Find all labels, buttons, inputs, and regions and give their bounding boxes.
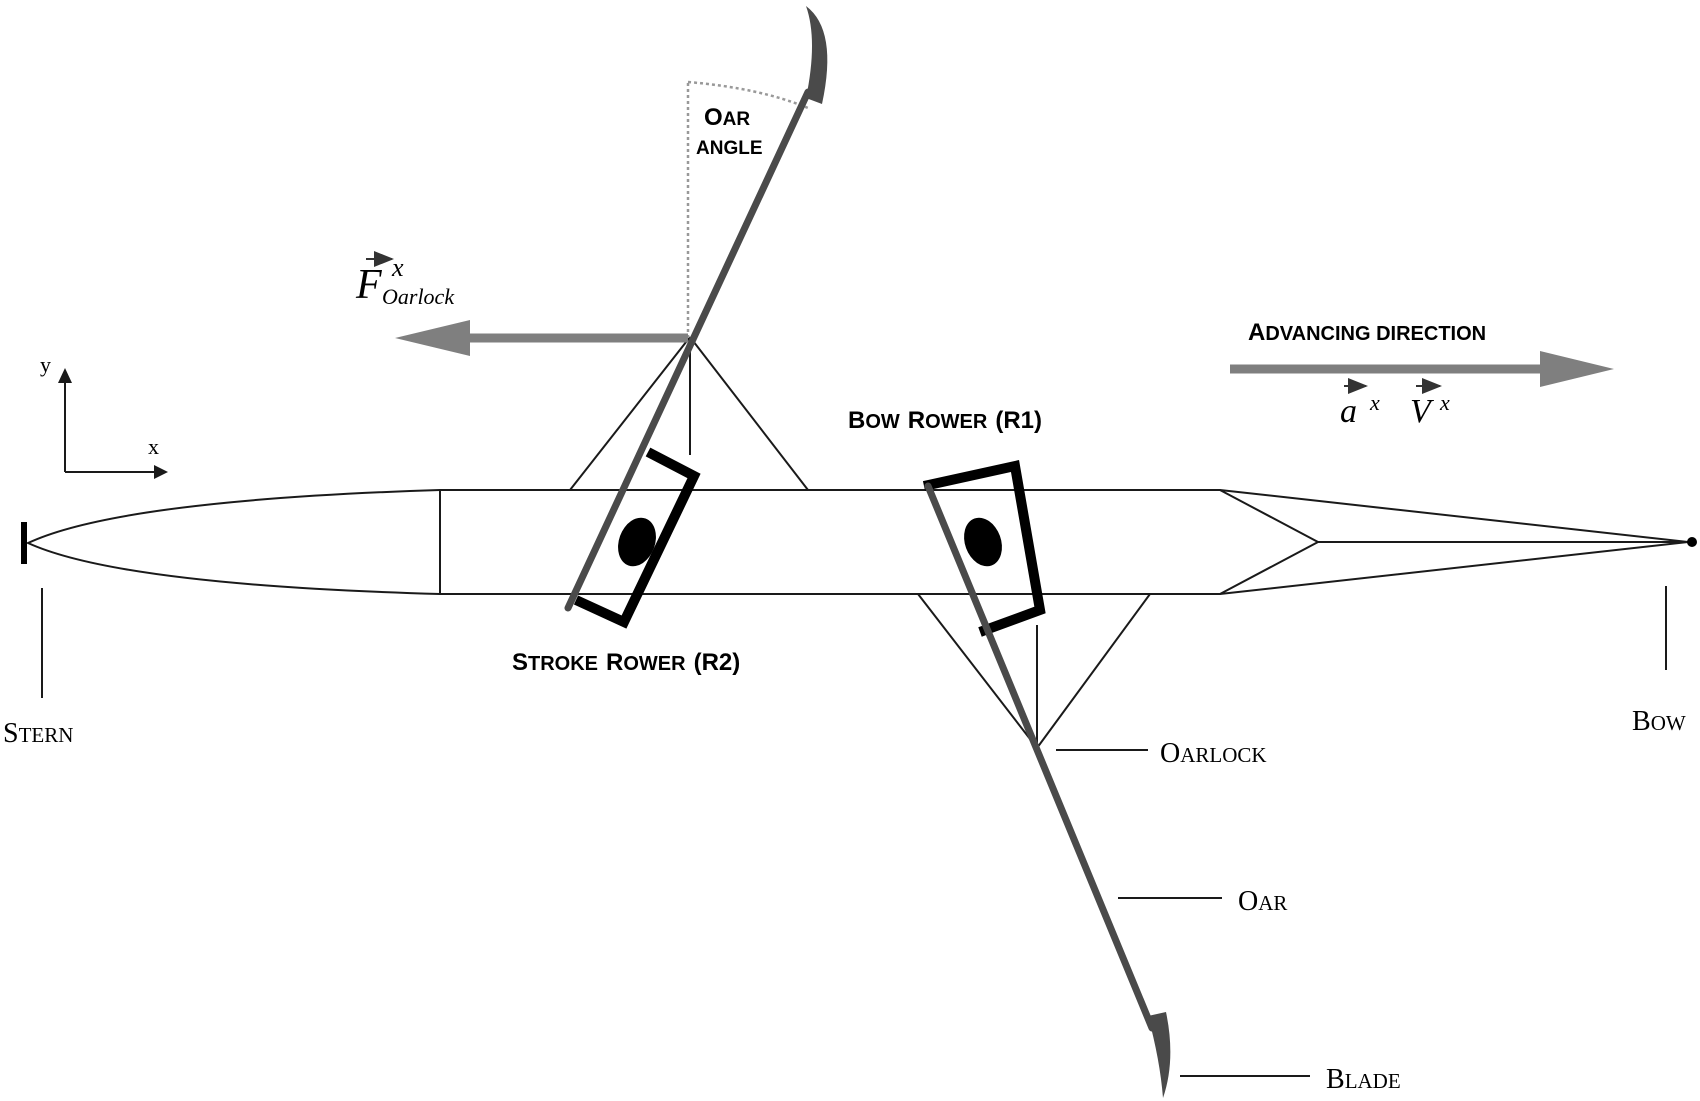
advancing-direction-label: ADVANCING DIRECTION — [1248, 319, 1486, 346]
stern-marker — [21, 522, 27, 564]
bow-ball — [1687, 537, 1697, 547]
acceleration-symbol: a — [1340, 393, 1357, 430]
bow-oar — [924, 482, 1171, 1098]
stroke-rigger — [569, 336, 809, 491]
force-superscript: x — [391, 253, 404, 282]
oar-angle-label-line2: ANGLE — [696, 138, 763, 159]
y-axis-label: y — [40, 352, 51, 377]
bow-rower-seat — [922, 459, 1046, 637]
oarlock-force-arrow — [395, 320, 688, 356]
velocity-symbol: V — [1410, 393, 1435, 430]
force-subscript: Oarlock — [382, 284, 455, 309]
x-axis-label: x — [148, 434, 159, 459]
force-symbol: F — [355, 262, 382, 308]
velocity-superscript: x — [1439, 390, 1450, 415]
stern-label: STERN — [3, 718, 73, 749]
oar-label: OAR — [1238, 886, 1287, 917]
advancing-direction: ADVANCING DIRECTION a x V x — [1230, 319, 1614, 430]
stroke-oar — [564, 6, 828, 612]
coordinate-axes: y x — [40, 352, 168, 479]
force-label: F x Oarlock — [355, 251, 455, 309]
blade-label: BLADE — [1326, 1064, 1401, 1095]
bow-rigger — [917, 593, 1151, 749]
oarlock-label: OARLOCK — [1160, 738, 1267, 769]
bow-oar-blade — [1148, 1012, 1171, 1098]
stroke-rower-seat — [573, 447, 701, 629]
stroke-oar-blade — [806, 6, 828, 104]
bow-deck-v — [1219, 489, 1321, 595]
oar-angle-reference — [686, 80, 809, 338]
bow-label: BOW — [1632, 706, 1686, 737]
boat-hull — [25, 489, 1689, 595]
oar-angle-label-line1: OAR — [704, 104, 750, 131]
hull-outline — [25, 489, 1689, 595]
acceleration-superscript: x — [1369, 390, 1380, 415]
